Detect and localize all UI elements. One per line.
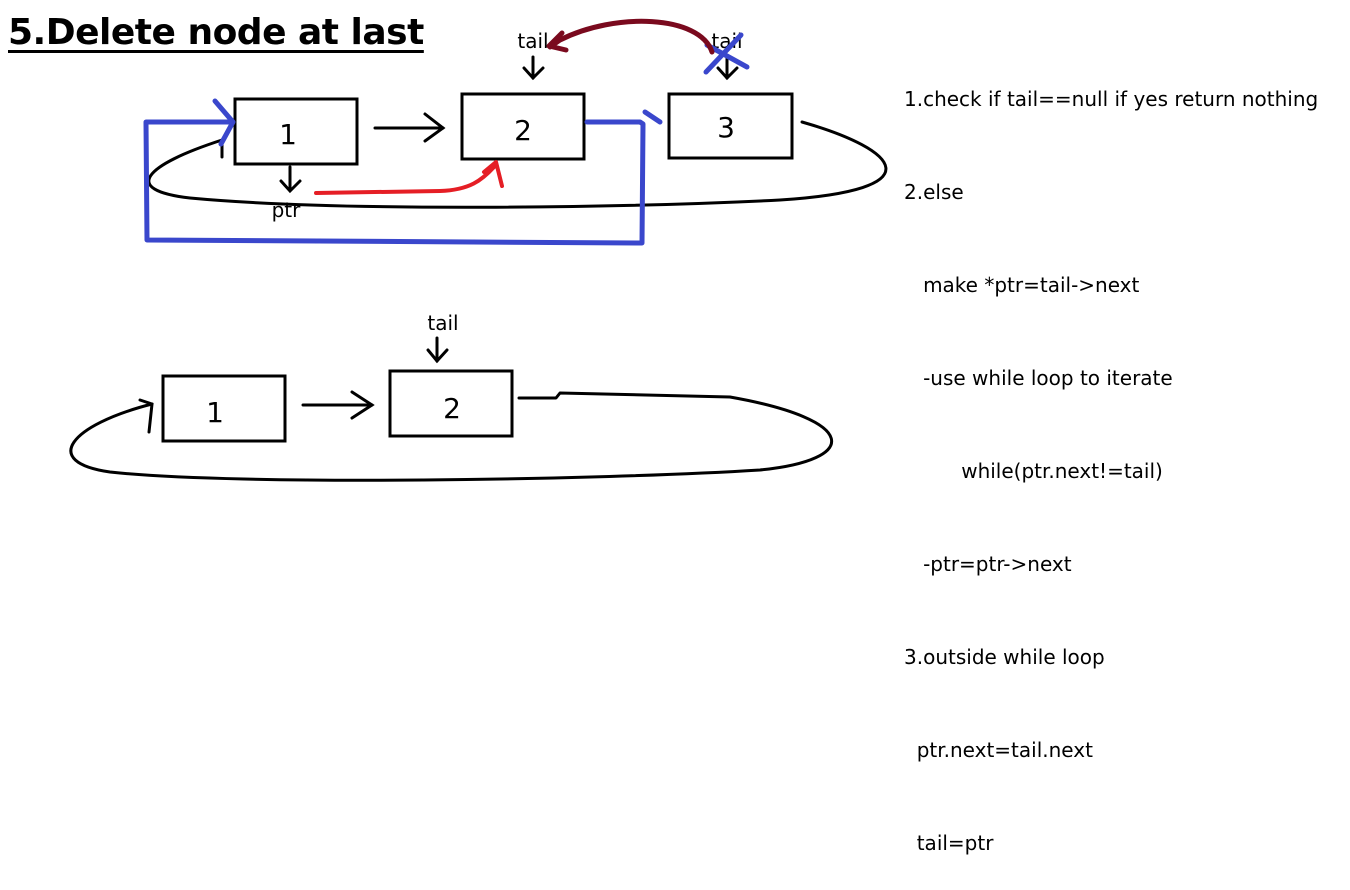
page-title: 5.Delete node at last <box>8 12 424 53</box>
ptr-pointer-arrow <box>279 165 302 194</box>
node-2: 2 <box>460 92 586 161</box>
ptr-traversal-arrow <box>314 160 504 195</box>
step-line: -ptr=ptr->next <box>904 552 1072 576</box>
cross-out-mark <box>703 32 750 75</box>
blue-relink-path <box>143 98 663 246</box>
circular-return-loop <box>147 120 888 209</box>
bottom-tail-label: tail <box>427 311 458 335</box>
bottom-node-1-value: 1 <box>206 396 224 429</box>
node-3: 3 <box>667 92 794 160</box>
step-line: while(ptr.next!=tail) <box>904 459 1163 483</box>
top-circular-list: 1 2 3 ptr <box>143 18 888 246</box>
linked-list-diagram: 1 2 3 ptr <box>69 18 888 482</box>
arrow-node1-to-node2 <box>373 112 446 143</box>
step-line: 2.else <box>904 180 964 204</box>
bottom-arrow-node1-to-node2 <box>301 390 375 420</box>
bottom-node-2-value: 2 <box>443 392 461 425</box>
step-line: make *ptr=tail->next <box>904 273 1140 297</box>
bottom-loop-arrow-tip <box>138 398 154 434</box>
ptr-label: ptr <box>272 198 302 222</box>
bottom-circular-return-loop <box>69 391 834 482</box>
algorithm-steps: 1.check if tail==null if yes return noth… <box>904 22 1318 890</box>
tail-move-arrow <box>546 18 715 55</box>
node-2-value: 2 <box>514 114 532 147</box>
bottom-circular-list: 1 2 tail <box>69 311 834 482</box>
step-line: ptr.next=tail.next <box>904 738 1093 762</box>
step-line: 1.check if tail==null if yes return noth… <box>904 87 1319 111</box>
step-line: -use while loop to iterate <box>904 366 1173 390</box>
tail-pointer-arrow <box>522 55 545 81</box>
step-line: 3.outside while loop <box>904 645 1105 669</box>
node-1-value: 1 <box>279 118 297 151</box>
old-tail-pointer-arrow <box>716 55 739 81</box>
bottom-node-1: 1 <box>161 374 287 443</box>
node-1: 1 <box>233 97 359 166</box>
tail-label: tail <box>517 29 548 53</box>
step-line: tail=ptr <box>904 831 994 855</box>
node-3-value: 3 <box>717 111 735 144</box>
bottom-tail-pointer-arrow <box>426 336 449 364</box>
bottom-node-2: 2 <box>388 369 514 438</box>
